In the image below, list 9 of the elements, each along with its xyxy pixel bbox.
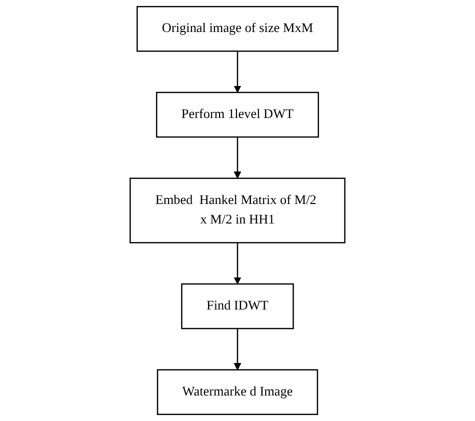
node-box: Watermarke d Image xyxy=(156,369,318,416)
node-box: Embed Hankel Matrix of M/2 x M/2 in HH1 xyxy=(130,178,346,244)
arrow xyxy=(234,242,242,284)
node-box: Perform 1level DWT xyxy=(156,92,319,138)
node-box: Original image of size MxM xyxy=(136,6,338,52)
arrow xyxy=(234,51,242,93)
arrow xyxy=(234,137,242,179)
arrow xyxy=(234,328,242,370)
node-box: Find IDWT xyxy=(181,283,294,330)
